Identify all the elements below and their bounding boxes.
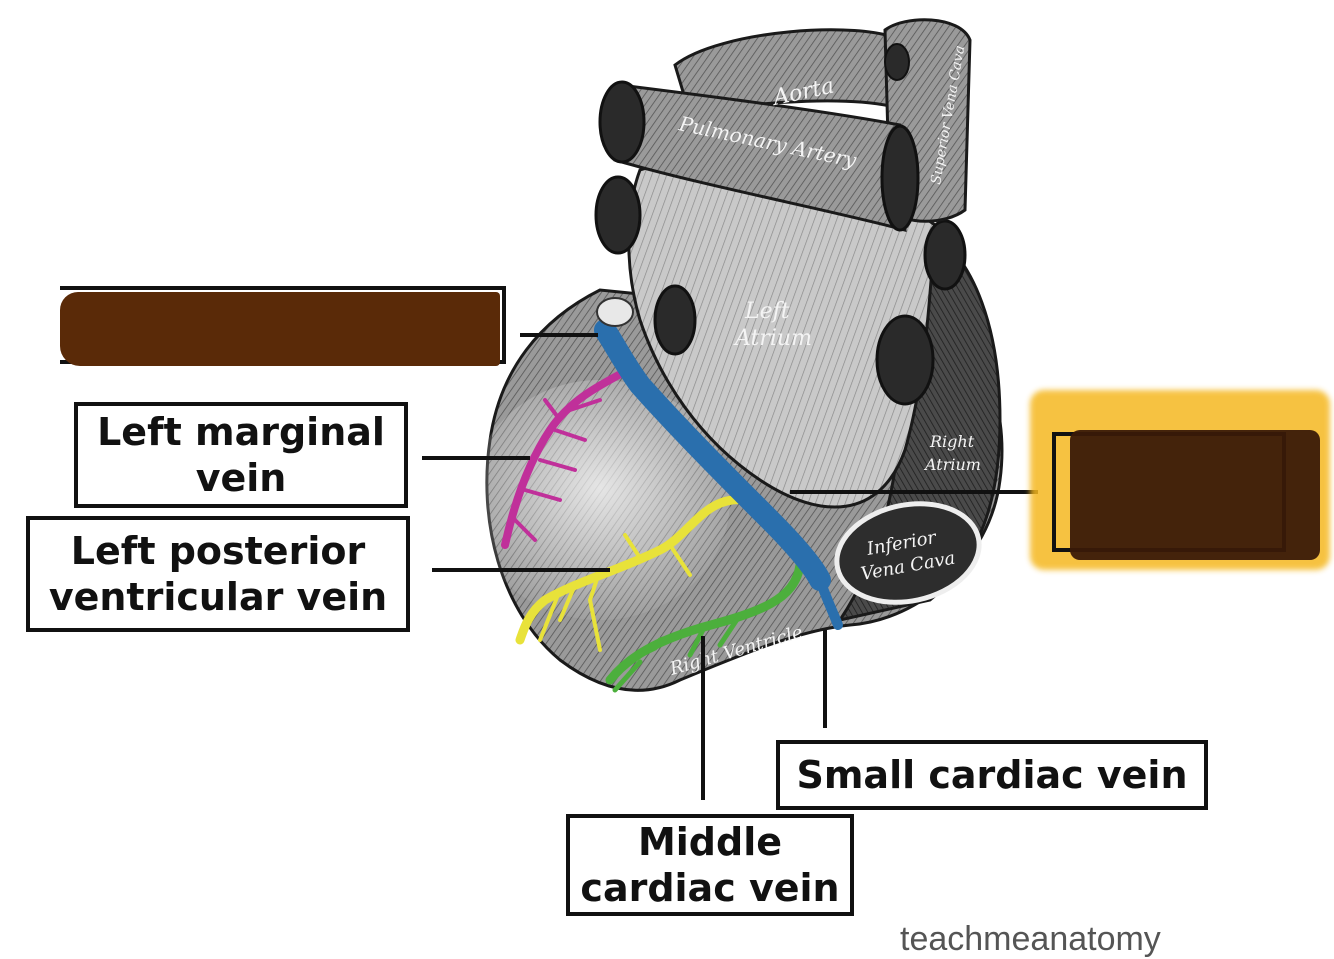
redacted-label-right[interactable]: [1030, 390, 1330, 570]
pulmonary-artery-opening-left: [600, 82, 644, 162]
pulmonary-vein-opening: [655, 286, 695, 354]
redacted-label-left[interactable]: [60, 286, 506, 364]
left-marginal-vein-line1: Left marginal: [97, 409, 385, 455]
left-marginal-vein-label[interactable]: Left marginal vein: [74, 402, 408, 508]
right-atrium-label-line1: Right: [929, 432, 975, 451]
pulmonary-vein-opening: [925, 221, 965, 289]
middle-cardiac-vein-label[interactable]: Middle cardiac vein: [566, 814, 854, 916]
left-atrium-label-line1: Left: [744, 299, 790, 324]
small-cardiac-vein-label[interactable]: Small cardiac vein: [776, 740, 1208, 810]
left-posterior-ventricular-vein-line1: Left posterior: [49, 528, 387, 574]
left-marginal-vein-line2: vein: [97, 455, 385, 501]
redaction-mark-right: [1070, 430, 1320, 560]
middle-cardiac-vein-line1: Middle: [580, 819, 839, 865]
left-posterior-ventricular-vein-label[interactable]: Left posterior ventricular vein: [26, 516, 410, 632]
left-posterior-ventricular-vein-line2: ventricular vein: [49, 574, 387, 620]
superior-vena-cava-opening: [885, 44, 909, 80]
pulmonary-artery-opening-right: [882, 126, 918, 230]
watermark: teachmeanatomy: [900, 920, 1161, 959]
small-cardiac-vein-line1: Small cardiac vein: [796, 752, 1187, 798]
middle-cardiac-vein-line2: cardiac vein: [580, 865, 839, 911]
pulmonary-vein-opening: [596, 177, 640, 253]
redaction-mark-left: [60, 292, 500, 366]
right-atrium-label-line2: Atrium: [923, 455, 981, 474]
oblique-vein-origin: [597, 298, 633, 326]
left-atrium-label-line2: Atrium: [733, 326, 812, 351]
pulmonary-vein-opening: [877, 316, 933, 404]
